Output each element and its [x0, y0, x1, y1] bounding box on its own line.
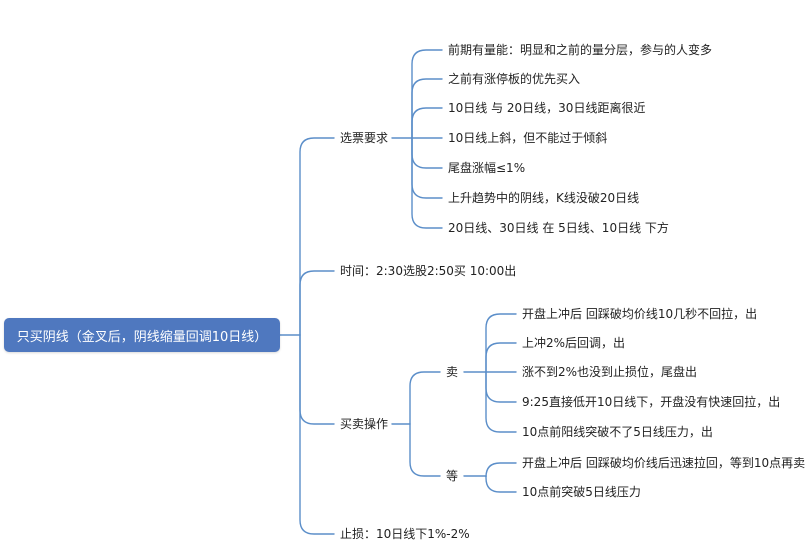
root-node-label: 只买阴线（金叉后，阴线缩量回调10日线）: [16, 329, 268, 345]
branch-timing[interactable]: 时间：2:30选股2:50买 10:00出: [340, 264, 517, 278]
connector: [485, 475, 517, 493]
branch-selection-criteria[interactable]: 选票要求: [340, 131, 389, 145]
branch-trading-operation[interactable]: 买卖操作: [340, 417, 389, 431]
connector: [299, 270, 335, 336]
connector: [485, 462, 517, 478]
selection-item[interactable]: 20日线、30日线 在 5日线、10日线 下方: [448, 221, 669, 235]
connector: [411, 107, 443, 139]
sell-item[interactable]: 10点前阳线突破不了5日线压力，出: [522, 425, 713, 439]
wait-item[interactable]: 开盘上冲后 回踩破均价线后迅速拉回，等到10点再卖: [522, 456, 805, 470]
connector: [485, 342, 517, 373]
connector: [409, 423, 441, 477]
selection-item[interactable]: 10日线 与 20日线，30日线距离很近: [448, 101, 646, 115]
selection-item[interactable]: 前期有量能：明显和之前的量分层，参与的人变多: [448, 43, 713, 57]
root-node[interactable]: 只买阴线（金叉后，阴线缩量回调10日线）: [4, 318, 280, 352]
connector: [411, 137, 443, 169]
connector: [485, 371, 517, 403]
wait-item[interactable]: 10点前突破5日线压力: [522, 485, 641, 499]
selection-item[interactable]: 10日线上斜，但不能过于倾斜: [448, 131, 608, 145]
sell-item[interactable]: 涨不到2%也没到止损位，尾盘出: [522, 365, 698, 379]
selection-item[interactable]: 之前有涨停板的优先买入: [448, 72, 581, 86]
sell-item[interactable]: 开盘上冲后 回踩破均价线10几秒不回拉，出: [522, 307, 758, 321]
connector: [485, 313, 517, 373]
connector: [299, 334, 335, 535]
branch-wait[interactable]: 等: [446, 469, 459, 483]
connector: [299, 137, 335, 336]
connector: [411, 137, 443, 229]
connector: [485, 371, 517, 433]
selection-item[interactable]: 尾盘涨幅≤1%: [448, 161, 526, 175]
connector: [411, 49, 443, 139]
connector: [299, 334, 335, 425]
selection-item[interactable]: 上升趋势中的阴线，K线没破20日线: [448, 191, 640, 205]
connector: [411, 78, 443, 139]
branch-stop-loss[interactable]: 止损：10日线下1%-2%: [340, 527, 470, 541]
connector: [409, 371, 441, 425]
sell-item[interactable]: 上冲2%后回调，出: [522, 336, 626, 350]
branch-sell[interactable]: 卖: [446, 365, 459, 379]
sell-item[interactable]: 9:25直接低开10日线下，开盘没有快速回拉，出: [522, 395, 781, 409]
